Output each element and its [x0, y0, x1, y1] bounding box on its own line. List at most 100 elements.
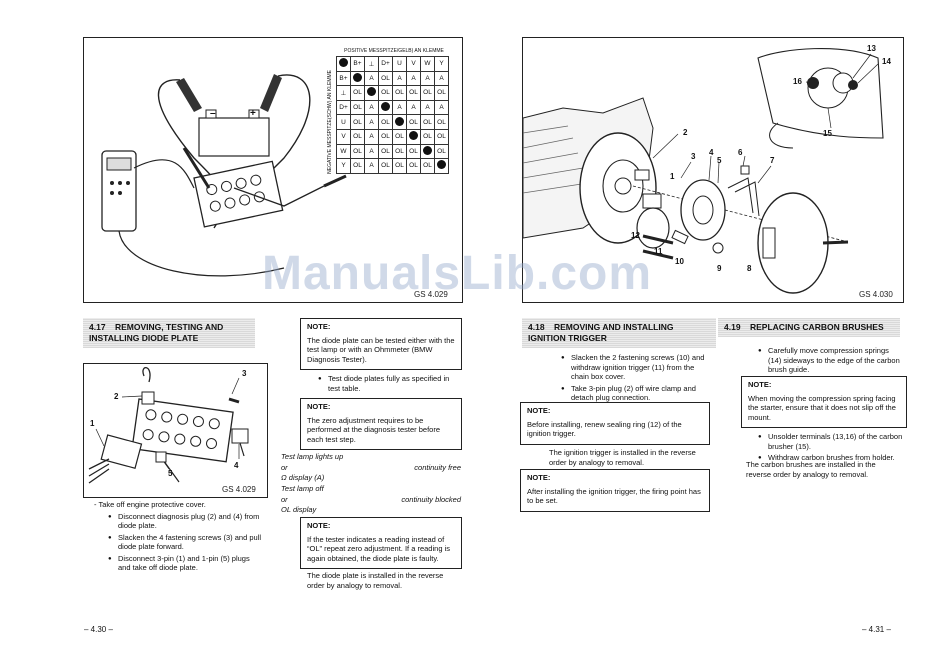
table-header-row: B+ ⊥ D+ U V W Y [336, 56, 449, 72]
grid-cell: A [406, 99, 421, 116]
test-line: Test lamp lights up [281, 452, 461, 463]
grid-cell [336, 56, 351, 72]
steps-block: Unsolder terminals (13,16) of the carbon… [758, 432, 903, 465]
callout-12: 12 [631, 231, 640, 240]
note-text: If the tester indicates a reading instea… [307, 534, 450, 563]
battery-plus-label: + [250, 108, 256, 119]
note-text: When moving the compression spring facin… [748, 393, 896, 422]
grid-cell: A [364, 70, 379, 87]
row-header: D+ [336, 99, 351, 116]
section-title: Replacing carbon brushes [750, 322, 884, 332]
note-box: NOTE: The diode plate can be tested eith… [300, 318, 462, 370]
col-header: Y [434, 56, 449, 72]
callout-1: 1 [670, 172, 675, 181]
note-box: NOTE: Before installing, renew sealing r… [520, 402, 710, 445]
row-header: Y [336, 158, 351, 174]
note-heading: NOTE: [527, 473, 551, 482]
callout-10: 10 [675, 257, 684, 266]
grid-cell: OL [350, 143, 365, 160]
grid-cell: OL [406, 143, 421, 160]
grid-cell: OL [350, 158, 365, 174]
grid-cell: OL [392, 158, 407, 174]
test-bullet: Test diode plates fully as specified in … [318, 374, 463, 395]
grid-cell: OL [420, 114, 435, 130]
grid-cell: OL [392, 128, 407, 145]
section-header-4-18: 4.18Removing and installing ignition tri… [522, 318, 716, 348]
note-box: NOTE: After installing the ignition trig… [520, 469, 710, 512]
grid-cell: A [364, 158, 379, 174]
section-number: 4.17 [89, 322, 106, 332]
diode-test-table: POSITIVE MESSPITZE/GELB) AN KLEMME NEGAT… [327, 48, 449, 174]
section-header-4-17: 4.17Removing, testing and installing dio… [83, 318, 255, 348]
callout-6: 6 [738, 148, 743, 157]
grid-cell: A [364, 143, 379, 160]
grid-cell: OL [378, 143, 393, 160]
grid-cell [378, 99, 393, 116]
callout-1: 1 [90, 419, 95, 428]
grid-cell: OL [392, 143, 407, 160]
grid-cell: OL [350, 114, 365, 130]
test-line-left: OL display [281, 505, 317, 515]
grid-cell: A [364, 114, 379, 130]
row-header: B+ [336, 70, 351, 87]
note-box: NOTE: If the tester indicates a reading … [300, 517, 462, 569]
closing-text: The carbon brushes are installed in the … [746, 460, 876, 479]
note-heading: NOTE: [307, 402, 331, 411]
col-header: ⊥ [364, 56, 379, 72]
figure-caption: GS 4.029 [222, 485, 256, 494]
note-text: The diode plate can be tested either wit… [307, 335, 455, 364]
note-text: The zero adjustment requires to be perfo… [307, 415, 440, 444]
figure-diode-plate: 1 2 3 4 5 GS 4.029 [83, 363, 268, 498]
battery-minus-label: – [210, 108, 216, 119]
test-line-left: Ω display (A) [281, 473, 325, 483]
note-heading: NOTE: [307, 521, 331, 530]
step-item: Disconnect diagnosis plug (2) and (4) fr… [108, 512, 263, 531]
steps-block: Carefully move compression springs (14) … [758, 346, 903, 377]
note-text: Before installing, renew sealing ring (1… [527, 419, 682, 439]
row-header: U [336, 114, 351, 130]
col-header: V [406, 56, 421, 72]
grid-cell: OL [434, 143, 449, 160]
filled-dot-icon [409, 131, 418, 141]
grid-cell: A [392, 70, 407, 87]
grid-cell: OL [378, 70, 393, 87]
section-number: 4.19 [724, 322, 741, 332]
callout-7: 7 [770, 156, 775, 165]
filled-dot-icon [353, 72, 362, 82]
step-item: Unsolder terminals (13,16) of the carbon… [758, 432, 903, 451]
test-line: or continuity free [281, 463, 461, 474]
callout-3: 3 [242, 369, 247, 378]
figure-multimeter-test: – + POSITIVE MESSPITZE/GELB) AN KLEMME N… [83, 37, 463, 303]
grid-cell: A [392, 99, 407, 116]
step-item: Slacken the 2 fastening screws (10) and … [561, 353, 705, 382]
col-header: W [420, 56, 435, 72]
note-heading: NOTE: [307, 322, 331, 331]
test-line: OL display [281, 505, 461, 516]
grid-cell: OL [350, 85, 365, 101]
callout-14: 14 [882, 57, 891, 66]
test-line-right: continuity free [414, 462, 461, 472]
diode-plate-illustration [88, 367, 249, 484]
bullet-item: Test diode plates fully as specified in … [318, 374, 463, 393]
page-number-right: – 4.31 – [862, 625, 891, 634]
row-header: ⊥ [336, 85, 351, 101]
grid-cell: OL [420, 128, 435, 145]
test-line-left: or [281, 462, 288, 472]
callout-15: 15 [823, 129, 832, 138]
grid-cell: OL [434, 128, 449, 145]
filled-dot-icon [395, 116, 404, 126]
grid-cell: A [420, 99, 435, 116]
figure-ignition-trigger: 1 2 3 4 5 6 7 8 9 10 11 12 13 14 15 16 G… [522, 37, 904, 303]
callout-16: 16 [793, 77, 802, 86]
ignition-exploded-illustration [523, 48, 884, 294]
grid-cell: A [364, 128, 379, 145]
grid-cell: OL [434, 114, 449, 130]
test-results: Test lamp lights up or continuity free Ω … [281, 452, 461, 516]
test-line: Ω display (A) [281, 473, 461, 484]
table-header: POSITIVE MESSPITZE/GELB) AN KLEMME [344, 48, 444, 54]
callout-5: 5 [717, 156, 722, 165]
